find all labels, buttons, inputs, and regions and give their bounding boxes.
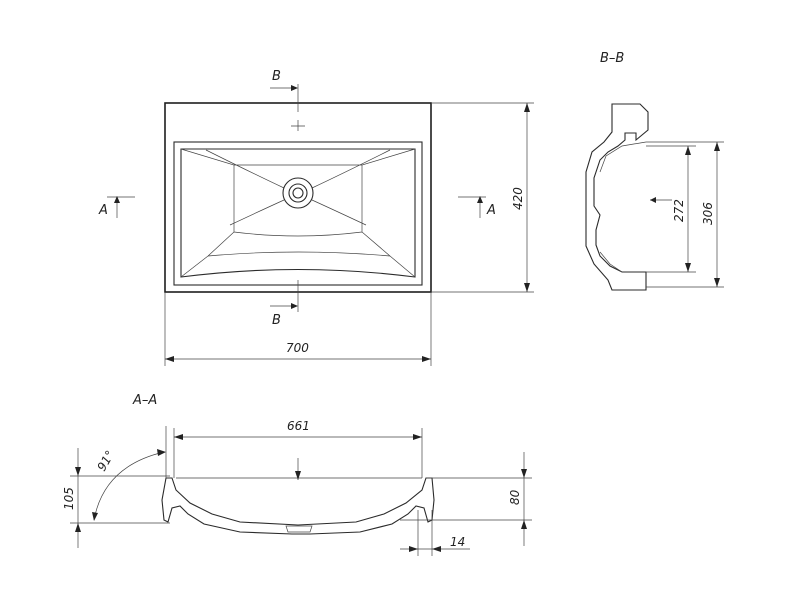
dim-height-text: 420: [511, 187, 525, 210]
dim-angle: 91°: [92, 426, 167, 521]
section-bb-title: B–B: [600, 51, 624, 66]
plan-view: B B A A 700: [98, 69, 534, 366]
section-b-marker-bottom: B: [270, 280, 299, 328]
dim-105-text: 105: [62, 487, 76, 510]
dim-80-text: 80: [508, 489, 522, 505]
dim-height-420: 420: [431, 102, 534, 293]
section-a-marker-left: A: [98, 196, 135, 218]
bowl-facets: [180, 148, 416, 278]
dim-306-text: 306: [701, 202, 715, 225]
section-aa-title: A–A: [132, 393, 157, 408]
dim-272-text: 272: [672, 199, 686, 222]
dim-272: 272: [646, 145, 696, 273]
section-a-label-right: A: [486, 203, 496, 218]
section-bb-profile: [585, 103, 649, 291]
dim-306: 306: [646, 141, 724, 288]
bowl-outer-edge: [173, 141, 423, 286]
dim-80: 80: [400, 452, 532, 546]
section-bb-view: B–B 272 306: [585, 51, 724, 291]
section-a-label-left: A: [98, 203, 108, 218]
dim-661-text: 661: [287, 419, 310, 433]
dim-width-text: 700: [286, 341, 309, 355]
dim-angle-text: 91°: [94, 448, 117, 473]
dim-105: 105: [62, 448, 170, 548]
drain-outer: [282, 177, 314, 209]
section-bb-inner-line: [599, 141, 647, 273]
drain-mid: [288, 183, 308, 203]
dim-14-text: 14: [450, 535, 465, 549]
section-b-label-bottom: B: [272, 313, 281, 328]
section-aa-drain: [285, 525, 313, 533]
bowl-inner-rim: [180, 148, 416, 278]
section-aa-profile: [161, 477, 435, 535]
faucet-hole-mark: [291, 120, 305, 131]
dim-width-700: 700: [164, 292, 432, 366]
section-a-marker-right: A: [458, 196, 496, 218]
section-b-label-top: B: [272, 69, 281, 84]
section-aa-view: A–A 661 105 91°: [62, 393, 532, 556]
dim-661: 661: [173, 419, 423, 478]
dim-14: 14: [400, 510, 470, 556]
section-b-marker-top: B: [270, 69, 299, 112]
drain-inner: [292, 187, 304, 199]
